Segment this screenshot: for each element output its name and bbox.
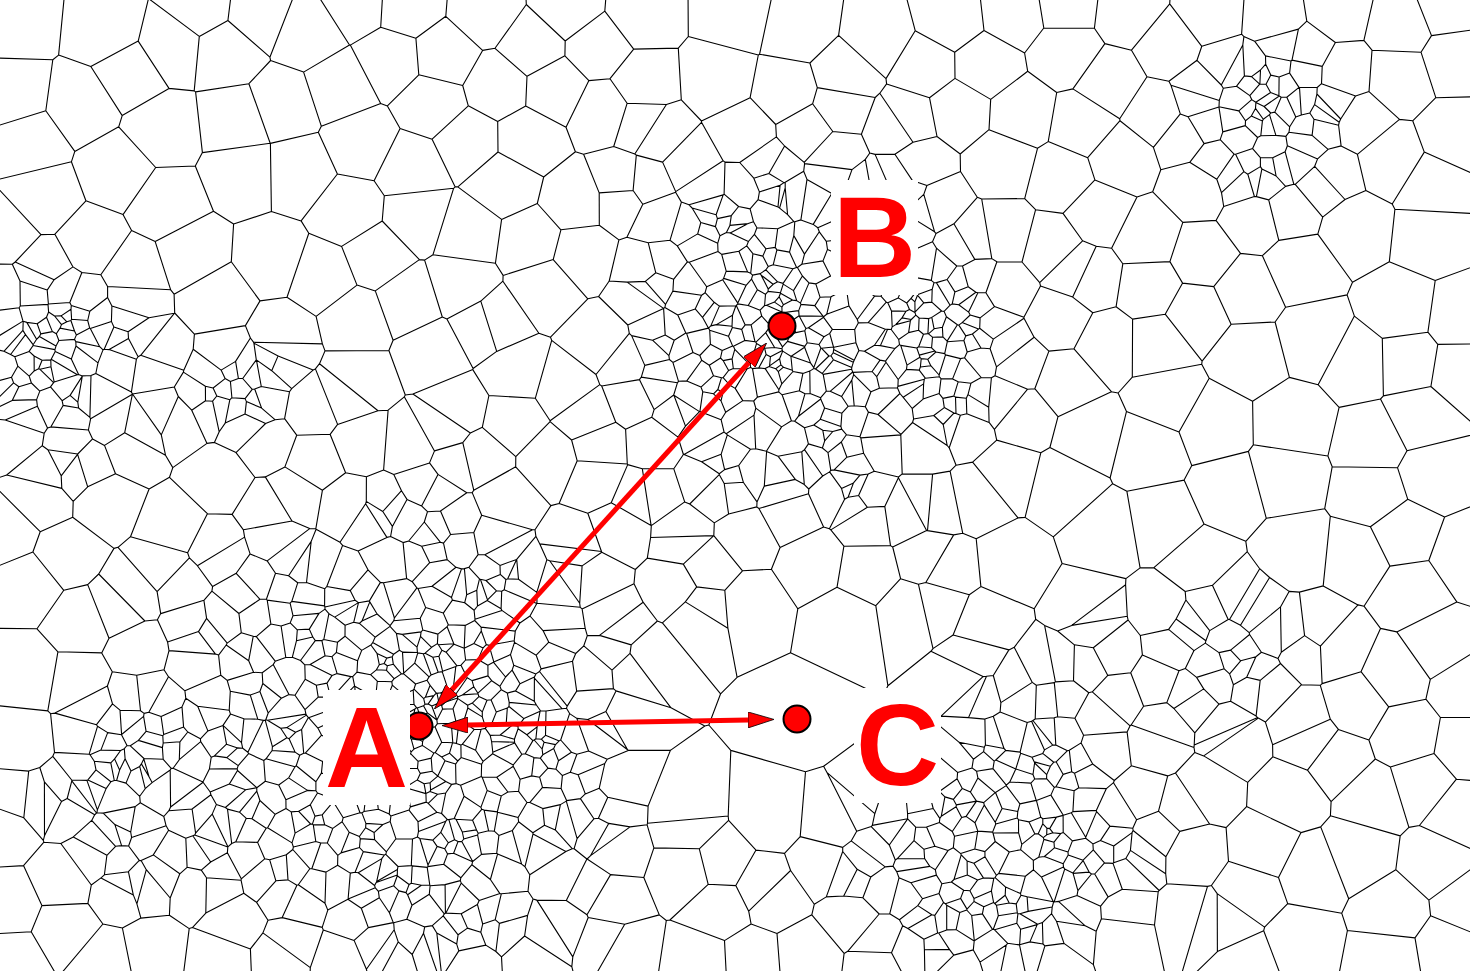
location-dot: A: [404, 711, 434, 741]
point-label: C: [854, 688, 941, 803]
location-dot: B: [767, 311, 797, 341]
distance-arrow: [468, 720, 748, 725]
point-label: B: [831, 180, 918, 295]
dot-shape: [782, 704, 812, 734]
dot-shape: [767, 311, 797, 341]
distance-arrow: [452, 362, 749, 689]
dot-circle: [769, 313, 796, 340]
point-label: A: [323, 690, 410, 805]
dot-circle: [784, 706, 811, 733]
location-dot: C: [782, 704, 812, 734]
